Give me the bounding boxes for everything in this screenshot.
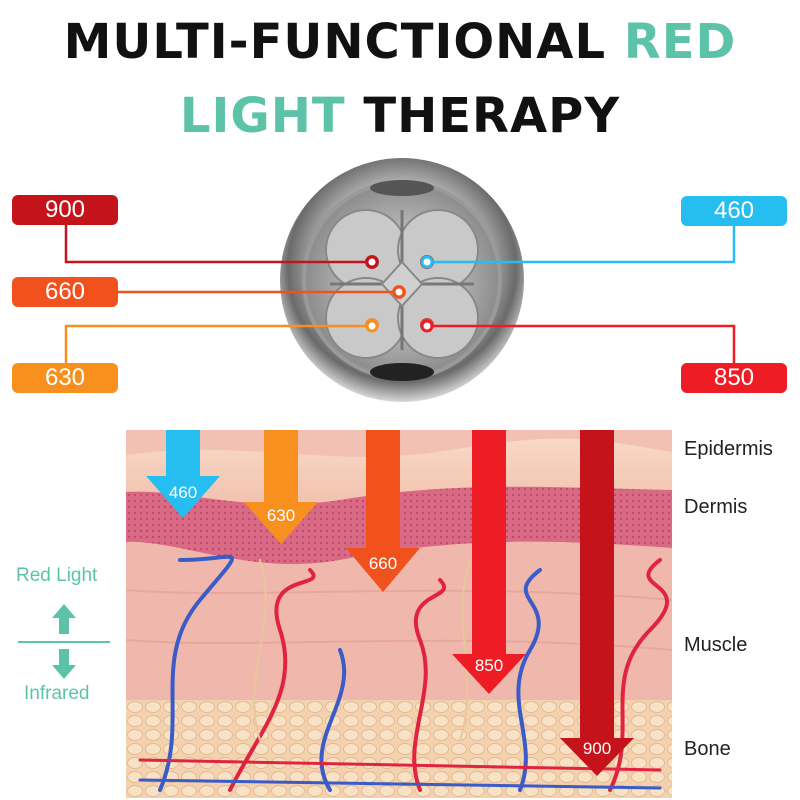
title-line-1: MULTI-FUNCTIONAL RED <box>0 14 800 70</box>
arrow-460: 460 <box>146 430 220 518</box>
led-dots <box>365 255 434 333</box>
wavelength-label-460: 460 <box>681 196 787 226</box>
up-arrow-icon <box>52 604 76 634</box>
wavelength-label-630: 630 <box>12 363 118 393</box>
arrow-850: 850 <box>452 430 526 694</box>
title-line-2: LIGHT THERAPY <box>0 88 800 144</box>
layer-label-epidermis: Epidermis <box>684 438 773 460</box>
wavelength-label-850: 850 <box>681 363 787 393</box>
legend-infrared: Infrared <box>24 683 90 704</box>
wavelength-label-900: 900 <box>12 195 118 225</box>
layer-label-bone: Bone <box>684 738 731 760</box>
title-accent-light: LIGHT <box>179 88 346 144</box>
arrow-label-850: 850 <box>475 656 503 675</box>
arrow-label-460: 460 <box>169 483 197 502</box>
legend-red-light: Red Light <box>16 565 98 586</box>
legend-arrows <box>18 604 110 679</box>
title-text: MULTI-FUNCTIONAL <box>63 14 624 70</box>
down-arrow-icon <box>52 649 76 679</box>
led-lamp-head-icon <box>280 158 524 402</box>
arrow-label-900: 900 <box>583 739 611 758</box>
title-accent-red: RED <box>623 14 737 70</box>
layer-label-dermis: Dermis <box>684 496 748 518</box>
title-text-therapy: THERAPY <box>345 88 621 144</box>
arrow-630: 630 <box>244 430 318 544</box>
arrow-900: 900 <box>560 430 634 776</box>
arrow-660: 660 <box>346 430 420 592</box>
connector-lines <box>64 225 736 363</box>
wavelength-label-660: 660 <box>12 277 118 307</box>
arrow-label-630: 630 <box>267 506 295 525</box>
arrow-label-660: 660 <box>369 554 397 573</box>
layer-label-muscle: Muscle <box>684 634 748 656</box>
